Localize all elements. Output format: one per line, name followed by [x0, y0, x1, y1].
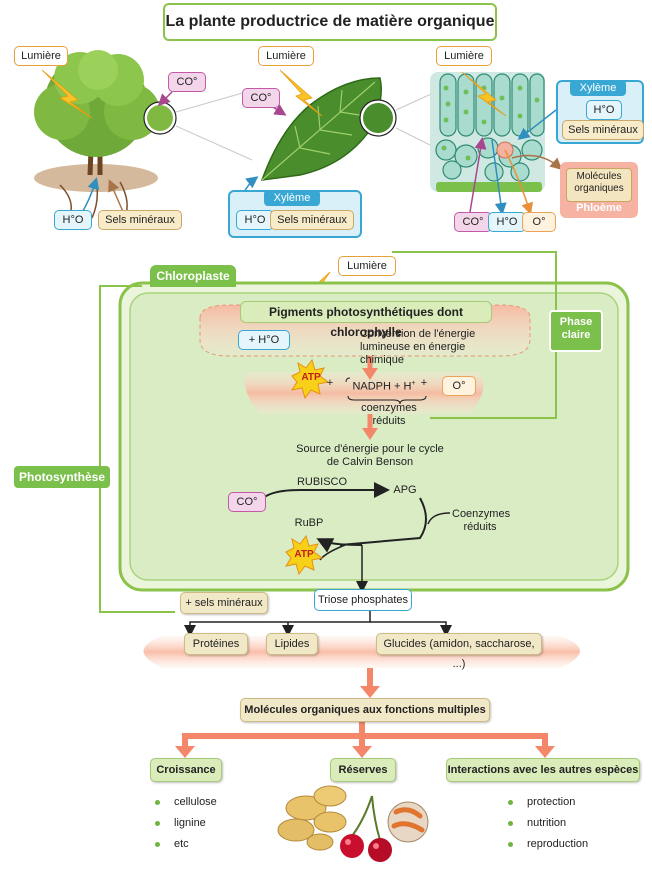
list-item: protection	[508, 795, 588, 809]
reserves-illustration	[277, 785, 429, 862]
phase-claire-label: Phase claire	[549, 310, 603, 352]
leaf-xylem-box: Xylème H°O Sels minéraux	[228, 190, 362, 238]
cells-xylem-title: Xylème	[570, 80, 626, 96]
chloroplast-light-label: Lumière	[338, 256, 396, 276]
organic-molecules-label: Molécules organiques	[566, 168, 632, 202]
cells-co2-label: CO°	[454, 212, 492, 232]
product-lipides: Lipides	[266, 633, 318, 655]
conversion-text: Conversion de l'énergie lumineuse en éne…	[360, 328, 476, 366]
pigments-label: Pigments photosynthétiques dont chloroph…	[240, 301, 492, 339]
leaf-water-label: H°O	[236, 210, 274, 230]
product-glucides: Glucides (amidon, saccharose, ...)	[376, 633, 542, 670]
list-item: reproduction	[508, 837, 588, 851]
rubp-label: RuBP	[294, 517, 324, 529]
cycle-co2-label: CO°	[228, 492, 266, 512]
cells-xylem-box: Xylème H°O Sels minéraux	[556, 80, 644, 144]
cells-light-label: Lumière	[436, 46, 492, 66]
tree-light-label: Lumière	[14, 46, 68, 66]
tree-co2-label: CO°	[168, 72, 206, 92]
coenzymes-label: coenzymes réduits	[361, 402, 417, 427]
phloem-title: Phloème	[576, 202, 622, 214]
plus-1: +	[326, 377, 334, 389]
list-item: lignine	[155, 816, 217, 830]
plus-2: +	[420, 377, 428, 389]
croissance-list: cellulose lignine etc	[155, 795, 217, 851]
tree-water-label: H°O	[54, 210, 92, 230]
list-item: cellulose	[155, 795, 217, 809]
list-item: nutrition	[508, 816, 588, 830]
atp-label-1: ATP	[301, 372, 321, 383]
cells-xylem-minerals: Sels minéraux	[562, 120, 644, 140]
triose-label: Triose phosphates	[314, 589, 412, 611]
interactions-list: protection nutrition reproduction	[508, 795, 588, 851]
apg-label: APG	[393, 484, 417, 496]
leaf-illustration	[260, 77, 397, 181]
cycle-coenzymes-label: Coenzymes réduits	[452, 508, 511, 533]
leaf-minerals-label: Sels minéraux	[270, 210, 354, 230]
function-croissance: Croissance	[150, 758, 222, 782]
function-reserves: Réserves	[330, 758, 396, 782]
function-interactions: Interactions avec les autres espèces	[446, 758, 640, 782]
cells-xylem-water: H°O	[586, 100, 622, 120]
leaf-xylem-title: Xylème	[264, 190, 320, 206]
product-proteines: Protéines	[184, 633, 248, 655]
water-input-label: + H°O	[238, 330, 290, 350]
oxygen-label: O°	[442, 376, 476, 396]
phloem-box: Molécules organiques Phloème	[560, 162, 638, 218]
cells-oxygen-label: O°	[522, 212, 556, 232]
cells-water-label: H°O	[488, 212, 526, 232]
organic-multi-label: Molécules organiques aux fonctions multi…	[240, 698, 490, 722]
page-title: La plante productrice de matière organiq…	[163, 3, 497, 41]
leaf-co2-label: CO°	[242, 88, 280, 108]
list-item: etc	[155, 837, 217, 851]
tree-minerals-label: Sels minéraux	[98, 210, 182, 230]
tree-illustration	[34, 50, 177, 219]
sels-mineraux-label: + sels minéraux	[180, 592, 268, 614]
rubisco-label: RUBISCO	[296, 476, 348, 488]
photosynthese-label: Photosynthèse	[14, 466, 110, 488]
chloroplast-label: Chloroplaste	[150, 265, 236, 287]
atp-label-2: ATP	[294, 549, 314, 560]
energy-source-text: Source d'énergie pour le cycle de Calvin…	[296, 443, 444, 468]
leaf-light-label: Lumière	[258, 46, 314, 66]
atp-star-icons	[284, 358, 330, 576]
leaf-cells-illustration	[430, 72, 545, 192]
nadph-label: NADPH + H+	[352, 380, 416, 393]
